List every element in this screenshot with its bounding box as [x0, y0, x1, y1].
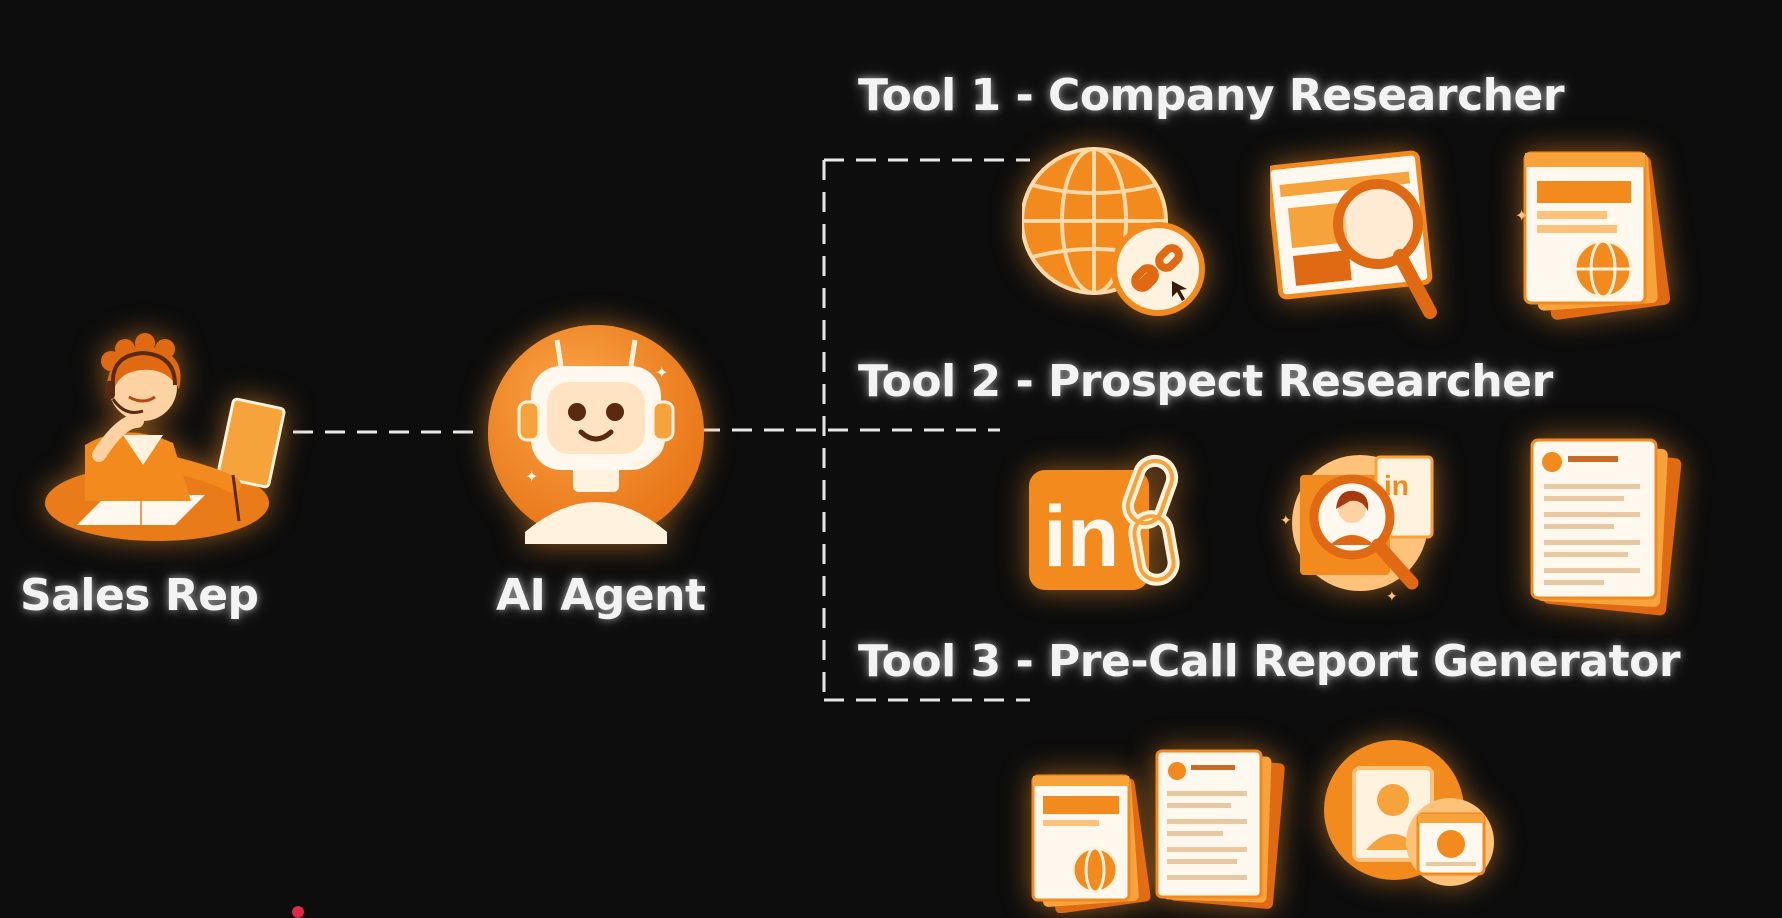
tool-2-title: Tool 2 - Prospect Researcher — [858, 356, 1553, 407]
webpage-magnifier-icon — [1270, 150, 1437, 319]
tool-3-title: Tool 3 - Pre-Call Report Generator — [858, 636, 1681, 687]
svg-text:✦: ✦ — [1515, 206, 1528, 225]
linkedin-link-icon: in — [1029, 454, 1180, 590]
svg-text:✦: ✦ — [1386, 589, 1398, 605]
linkedin-text: in — [1043, 489, 1119, 585]
ai-agent-robot-icon: ✦ ✦ — [488, 325, 704, 544]
indicator-dot — [292, 906, 304, 918]
sales-rep-label: Sales Rep — [20, 570, 259, 621]
web-report-stack-icon — [1031, 774, 1151, 913]
svg-text:✦: ✦ — [525, 467, 538, 486]
svg-text:✦: ✦ — [655, 363, 668, 382]
svg-text:✦: ✦ — [1280, 513, 1292, 529]
profile-report-stack-icon — [1155, 749, 1285, 909]
ai-agent-label: AI Agent — [496, 570, 706, 621]
tool-1-title: Tool 1 - Company Researcher — [858, 70, 1565, 121]
web-report-document-icon: ✦ — [1515, 151, 1671, 320]
sales-rep-icon — [45, 333, 286, 541]
globe-link-icon — [1022, 147, 1205, 316]
profile-web-badge-icon — [1324, 740, 1494, 886]
prospect-profile-magnifier-icon: in ✦ ✦ — [1280, 455, 1434, 605]
prospect-report-document-icon — [1530, 438, 1682, 616]
